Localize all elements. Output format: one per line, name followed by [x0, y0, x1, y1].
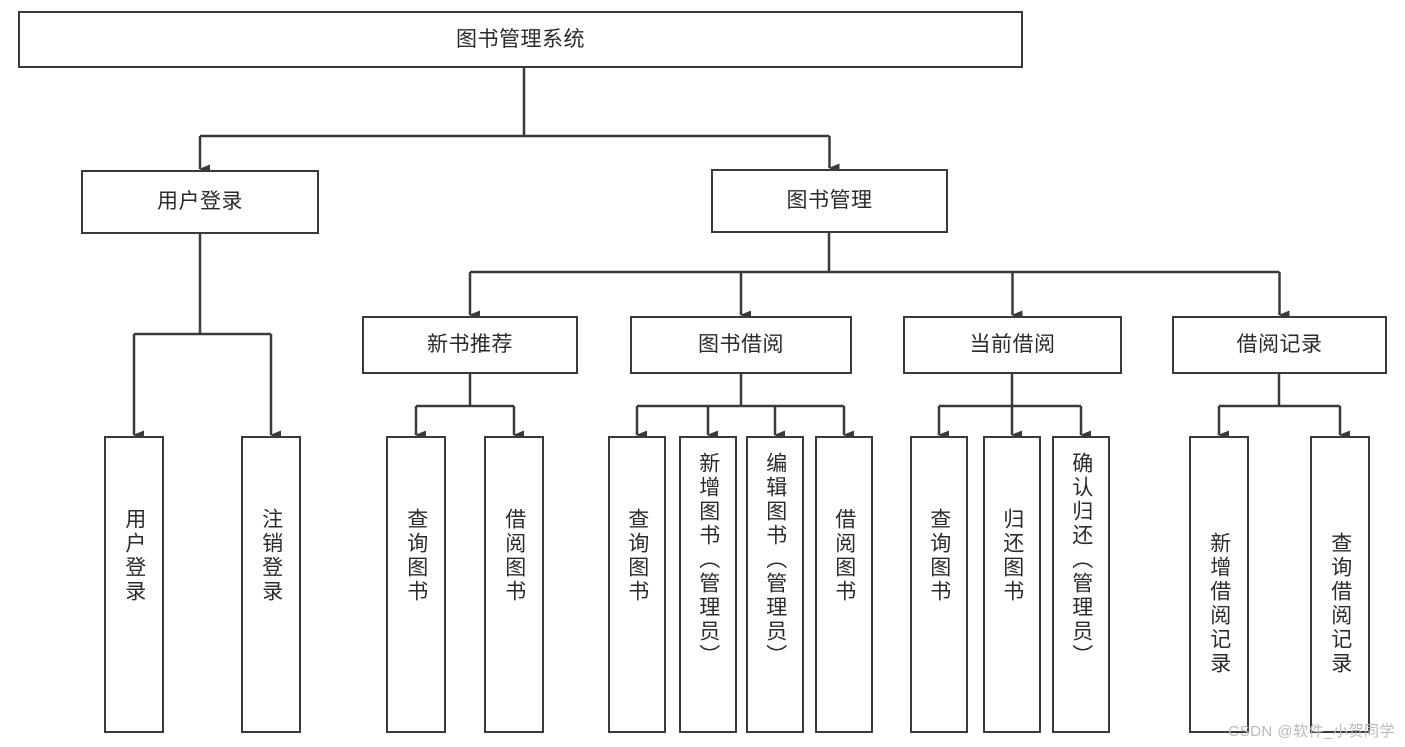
node-label: 新书推荐	[427, 333, 513, 357]
connector-lines	[132, 68, 1350, 440]
node-leaf9[interactable]: 查询图书	[910, 436, 968, 733]
node-label: 图书管理系统	[456, 27, 585, 51]
node-leaf10[interactable]: 归还图书	[983, 436, 1041, 733]
node-label: 归还图书	[1000, 508, 1024, 604]
node-leaf7[interactable]: 编辑图书（管理员）	[746, 436, 804, 733]
node-label: 查询图书	[404, 508, 428, 604]
node-label: 查询图书	[625, 508, 649, 604]
node-label: 借阅记录	[1236, 333, 1323, 357]
node-login[interactable]: 用户登录	[81, 170, 319, 234]
node-leaf13[interactable]: 查询借阅记录	[1310, 436, 1370, 733]
node-label: 编辑图书（管理员）	[763, 452, 787, 668]
node-label: 图书管理	[786, 189, 873, 213]
node-label: 新增图书（管理员）	[696, 452, 720, 668]
node-records[interactable]: 借阅记录	[1172, 316, 1387, 374]
node-label: 当前借阅	[969, 333, 1056, 357]
node-label: 图书借阅	[698, 333, 784, 357]
node-leaf4[interactable]: 借阅图书	[484, 436, 544, 733]
node-borrow[interactable]: 图书借阅	[630, 316, 852, 374]
node-leaf1[interactable]: 用户登录	[104, 436, 164, 733]
node-label: 用户登录	[157, 190, 243, 214]
node-newbook[interactable]: 新书推荐	[362, 316, 578, 374]
node-leaf12[interactable]: 新增借阅记录	[1189, 436, 1249, 733]
node-label: 确认归还（管理员）	[1069, 452, 1093, 668]
node-label: 用户登录	[122, 508, 146, 604]
node-label: 借阅图书	[502, 508, 526, 604]
node-label: 注销登录	[259, 508, 283, 604]
node-leaf3[interactable]: 查询图书	[386, 436, 446, 733]
node-bookmgmt[interactable]: 图书管理	[711, 169, 948, 233]
node-leaf11[interactable]: 确认归还（管理员）	[1052, 436, 1110, 733]
node-leaf5[interactable]: 查询图书	[608, 436, 666, 733]
node-label: 新增借阅记录	[1207, 532, 1231, 676]
node-root[interactable]: 图书管理系统	[18, 11, 1023, 68]
node-label: 借阅图书	[832, 508, 856, 604]
watermark-label: CSDN @软件_小贺同学	[1228, 723, 1395, 740]
node-leaf8[interactable]: 借阅图书	[815, 436, 873, 733]
node-label: 查询图书	[927, 508, 951, 604]
node-leaf6[interactable]: 新增图书（管理员）	[679, 436, 737, 733]
node-leaf2[interactable]: 注销登录	[241, 436, 301, 733]
node-current[interactable]: 当前借阅	[903, 316, 1122, 374]
node-label: 查询借阅记录	[1328, 532, 1352, 676]
